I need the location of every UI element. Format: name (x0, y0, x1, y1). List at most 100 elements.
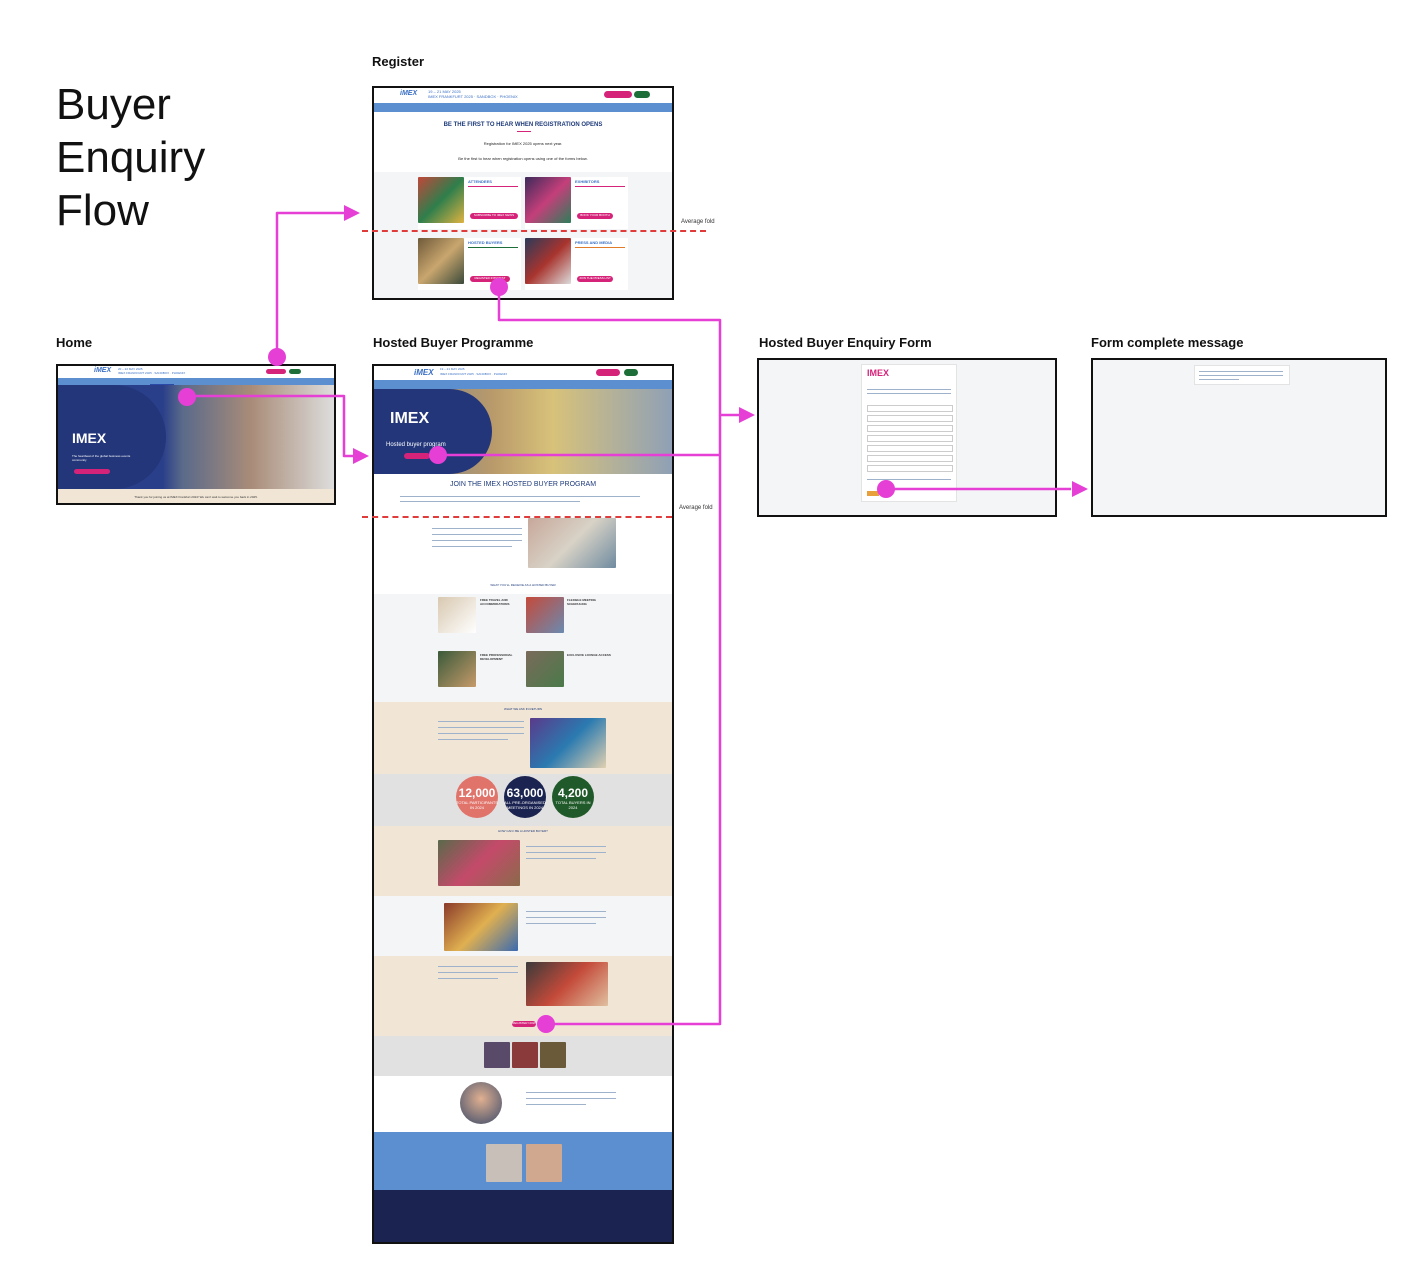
gallery-photo (512, 1042, 538, 1068)
hb-heading: JOIN THE IMEX HOSTED BUYER PROGRAM (449, 481, 597, 488)
attendees-card-button[interactable]: SUBSCRIBE TO IMEX NEWS (470, 213, 518, 219)
benefit-title-lounge: EXCLUSIVE LOUNGE ACCESS (567, 653, 611, 657)
benefit-photo-development (438, 651, 476, 687)
register-now-button[interactable] (596, 369, 620, 376)
hotspot-register-now (537, 1015, 555, 1033)
arrowhead-icon (739, 407, 755, 423)
form-field[interactable] (867, 425, 953, 432)
main-nav[interactable] (374, 380, 672, 389)
how-photo-3 (526, 962, 608, 1006)
text-line (438, 721, 524, 722)
benefit-photo-travel (438, 597, 476, 633)
intro-photo (528, 518, 616, 568)
attendees-card-title: ATTENDEES (468, 179, 492, 184)
sign-in-button[interactable] (634, 91, 650, 98)
text-line (526, 917, 606, 918)
benefits-section (374, 594, 672, 702)
register-intro-1: Registration for IMEX 2025 opens next ye… (483, 141, 563, 146)
gallery-photo (484, 1042, 510, 1068)
hosted-buyers-photo (418, 238, 464, 284)
hosted-buyers-card-button[interactable]: REGISTER INTEREST (470, 276, 510, 282)
stat-buyers: 4,200 TOTAL BUYERS IN 2024 (552, 776, 594, 818)
text-line (867, 389, 951, 390)
exhibitors-card: EXHIBITORS BOOK YOUR BOOTH (525, 177, 628, 229)
main-nav[interactable] (58, 378, 334, 385)
ask-heading: WHAT WE ASK IN RETURN (503, 707, 543, 711)
text-line (438, 978, 498, 979)
register-now-button[interactable] (266, 369, 286, 374)
text-line (526, 858, 596, 859)
hb-register-now-button[interactable]: REGISTER NOW (512, 1021, 536, 1027)
enquiry-form-page-frame: IMEX (757, 358, 1057, 517)
contact-photo (526, 1144, 562, 1182)
complete-page-frame (1091, 358, 1387, 517)
text-line (432, 534, 522, 535)
exhibitors-card-button[interactable]: BOOK YOUR BOOTH (577, 213, 613, 219)
text-line (432, 540, 522, 541)
form-submit-button[interactable] (867, 491, 879, 496)
form-field[interactable] (867, 455, 953, 462)
register-fold-label: Average fold (681, 219, 715, 225)
text-line (400, 496, 640, 497)
stat-label: TOTAL BUYERS IN 2024 (555, 800, 591, 810)
flow-title-line-2: Enquiry (56, 133, 206, 182)
imex-logo: iMEX (414, 368, 434, 377)
footer (374, 1190, 672, 1242)
connector-home-to-register (275, 211, 344, 357)
hb-date-line: 19 – 21 MAY 2025 (440, 367, 465, 371)
hotspot-register-hosted-buyers (490, 278, 508, 296)
text-line (438, 972, 518, 973)
hero-cta-button[interactable] (74, 469, 110, 474)
flow-title: Buyer Enquiry Flow (56, 78, 205, 237)
register-heading: BE THE FIRST TO HEAR WHEN REGISTRATION O… (443, 122, 603, 128)
complete-message-box (1194, 365, 1290, 385)
register-frame-label: Register (372, 54, 425, 69)
form-field[interactable] (867, 445, 953, 452)
main-nav[interactable] (374, 103, 672, 112)
press-card-button[interactable]: JOIN THE PRESS LIST (577, 276, 613, 282)
enquiry-form-frame-label: Hosted Buyer Enquiry Form (759, 335, 932, 350)
stat-label: ALL PRE-ORGANISED MEETINGS IN 2024 (504, 800, 546, 810)
how-heading: HOW CAN I BE A HOSTED BUYER? (498, 829, 548, 833)
benefit-title-travel: FREE TRAVEL AND ACCOMMODATIONS (480, 598, 510, 606)
hb-hero-cta[interactable] (404, 453, 430, 459)
form-field[interactable] (867, 405, 953, 412)
home-date-line: 20 – 22 MAY 2025 (118, 367, 143, 371)
text-line (1199, 375, 1283, 376)
sign-in-button[interactable] (289, 369, 301, 374)
hotspot-hero-cta (429, 446, 447, 464)
home-event-line: IMEX FRANKFURT 2025 · SANDBOX · PHOENIX (118, 371, 186, 375)
benefit-title-meetings: FLEXIBLE MEETING SCHEDULING (567, 598, 597, 606)
stat-participants: 12,000 TOTAL PARTICIPANTS IN 2024 (456, 776, 498, 818)
home-frame-label: Home (56, 335, 93, 350)
stat-value: 63,000 (506, 786, 544, 800)
form-field[interactable] (867, 415, 953, 422)
register-average-fold (362, 230, 706, 232)
stat-value: 4,200 (557, 786, 589, 800)
sign-in-button[interactable] (624, 369, 638, 376)
hb-fold-label: Average fold (679, 505, 713, 511)
text-line (867, 479, 951, 480)
form-field[interactable] (867, 465, 953, 472)
register-page-frame: iMEX 19 – 21 MAY 2025 IMEX FRANKFURT 202… (372, 86, 674, 300)
stat-meetings: 63,000 ALL PRE-ORGANISED MEETINGS IN 202… (504, 776, 546, 818)
text-line (438, 739, 508, 740)
benefit-photo-lounge (526, 651, 564, 687)
register-now-button[interactable] (604, 91, 632, 98)
register-event-line: IMEX FRANKFURT 2025 · SANDBOX · PHOENIX (428, 94, 518, 99)
imex-logo: iMEX (94, 367, 112, 374)
gallery-photo (540, 1042, 566, 1068)
hb-event-line: IMEX FRANKFURT 2025 · SANDBOX · PHOENIX (440, 372, 508, 376)
card-rule (468, 247, 518, 248)
hb-hero-title: Hosted buyer program (386, 442, 446, 448)
how-photo-1 (438, 840, 520, 886)
form-field[interactable] (867, 435, 953, 442)
attendees-card: ATTENDEES SUBSCRIBE TO IMEX NEWS (418, 177, 521, 229)
text-line (526, 1098, 616, 1099)
card-rule (575, 247, 625, 248)
text-line (526, 852, 606, 853)
text-line (432, 528, 522, 529)
exhibitors-photo (525, 177, 571, 223)
hb-average-fold (362, 516, 672, 518)
